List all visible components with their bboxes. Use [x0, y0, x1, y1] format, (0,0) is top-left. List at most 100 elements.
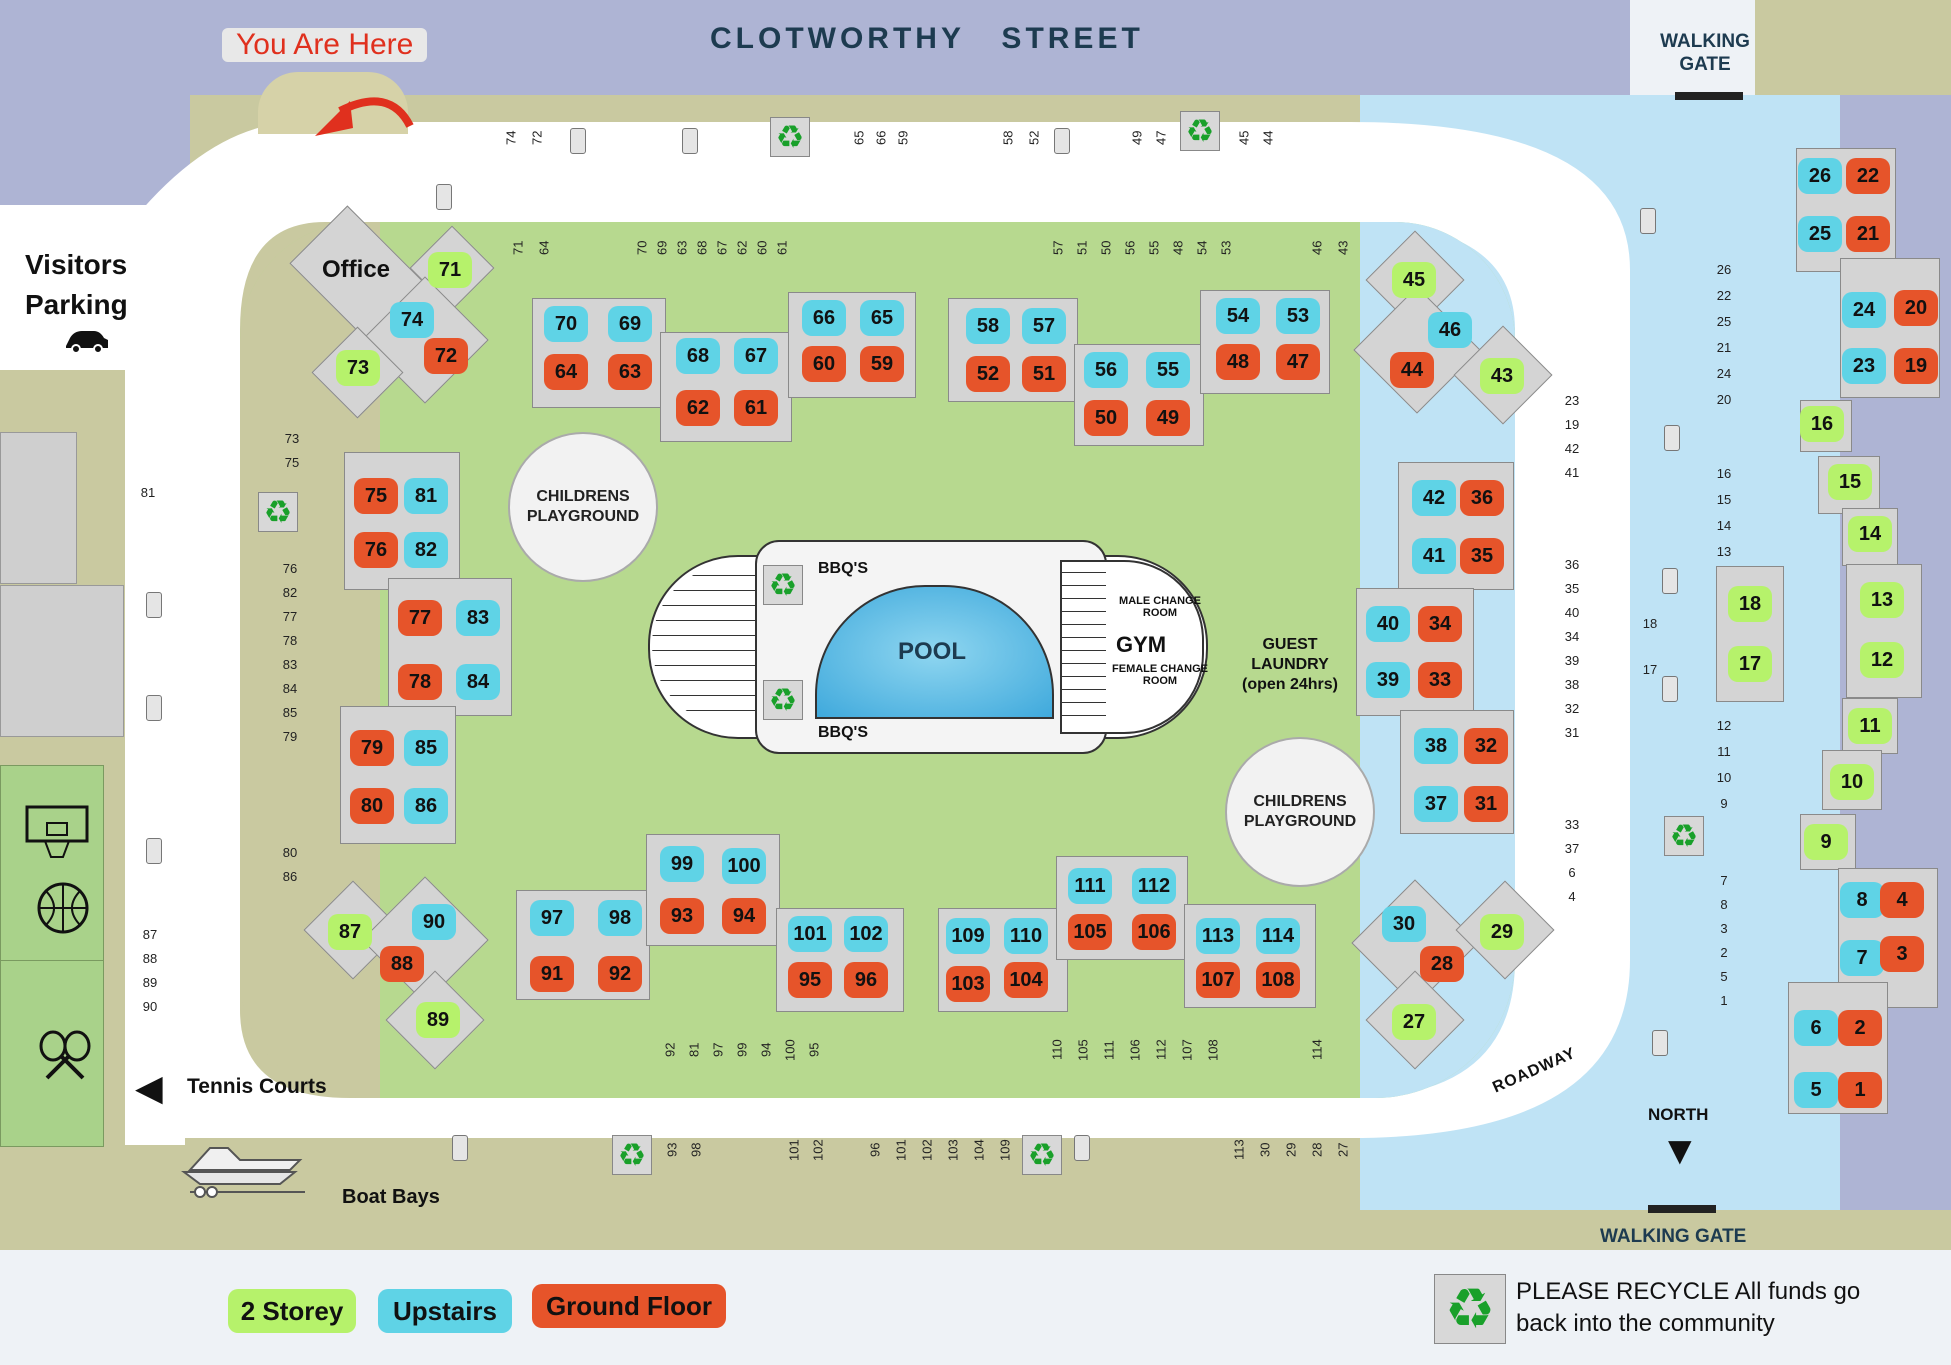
walking-gate-top-label: WALKING GATE — [1660, 31, 1750, 75]
unit-8: 8 — [1840, 882, 1884, 918]
recycle-icon: ♻ — [763, 680, 803, 720]
boat-icon — [181, 1147, 305, 1198]
unit-26: 26 — [1798, 158, 1842, 194]
parking-bay-73: 73 — [284, 430, 300, 446]
parking-bay-114: 114 — [1309, 1039, 1325, 1061]
unit-56: 56 — [1084, 352, 1128, 388]
unit-54: 54 — [1216, 298, 1260, 334]
unit-29: 29 — [1480, 914, 1524, 950]
unit-78: 78 — [398, 664, 442, 700]
unit-16: 16 — [1800, 406, 1844, 442]
unit-99: 99 — [660, 846, 704, 882]
parking-bay-109: 109 — [997, 1139, 1013, 1161]
unit-85: 85 — [404, 730, 448, 766]
parking-bay-84: 84 — [282, 680, 298, 696]
bin-icon — [1074, 1135, 1090, 1161]
unit-4: 4 — [1880, 882, 1924, 918]
parking-bay-44: 44 — [1260, 130, 1276, 146]
pool-label: POOL — [898, 638, 967, 665]
unit-1: 1 — [1838, 1072, 1882, 1108]
unit-61: 61 — [734, 390, 778, 426]
unit-101: 101 — [788, 916, 832, 952]
parking-bay-105: 105 — [1075, 1039, 1091, 1061]
bin-icon — [570, 128, 586, 154]
gym-slats — [1062, 562, 1106, 728]
parking-bay-12: 12 — [1716, 717, 1732, 733]
unit-58: 58 — [966, 308, 1010, 344]
parking-bay-2: 2 — [1720, 944, 1728, 960]
parking-bay-9: 9 — [1720, 795, 1728, 811]
parking-bay-80: 80 — [282, 844, 298, 860]
parking-bay-81: 81 — [140, 484, 156, 500]
parking-bay-24: 24 — [1716, 365, 1732, 381]
office-label: Office — [322, 256, 391, 283]
unit-23: 23 — [1842, 348, 1886, 384]
parking-bay-74: 74 — [503, 130, 519, 146]
parking-bay-30: 30 — [1257, 1142, 1273, 1158]
unit-114: 114 — [1256, 918, 1300, 954]
unit-69: 69 — [608, 306, 652, 342]
unit-37: 37 — [1414, 786, 1458, 822]
parking-bay-7: 7 — [1720, 872, 1728, 888]
unit-74: 74 — [390, 302, 434, 338]
parking-bay-19: 19 — [1564, 416, 1580, 432]
bin-icon — [1664, 425, 1680, 451]
walking-gate-bottom-label: WALKING GATE — [1600, 1226, 1747, 1247]
unit-38: 38 — [1414, 728, 1458, 764]
parking-bay-15: 15 — [1716, 491, 1732, 507]
legend-two-storey: 2 Storey — [228, 1289, 356, 1333]
parking-bay-113: 113 — [1231, 1139, 1247, 1161]
parking-bay-99: 99 — [734, 1042, 750, 1058]
parking-bay-102: 102 — [810, 1139, 826, 1161]
unit-55: 55 — [1146, 352, 1190, 388]
street-left-strip — [0, 95, 190, 205]
parking-bay-97: 97 — [710, 1042, 726, 1058]
basketball-icon — [37, 882, 89, 934]
parking-bay-22: 22 — [1716, 287, 1732, 303]
unit-53: 53 — [1276, 298, 1320, 334]
recycle-icon: ♻ — [1022, 1135, 1062, 1175]
unit-35: 35 — [1460, 538, 1504, 574]
parking-bay-107: 107 — [1179, 1039, 1195, 1061]
bin-icon — [1652, 1030, 1668, 1056]
parking-bay-27: 27 — [1335, 1142, 1351, 1158]
parking-bay-66: 66 — [873, 130, 889, 146]
parking-bay-4: 4 — [1568, 888, 1576, 904]
unit-31: 31 — [1464, 786, 1508, 822]
unit-18: 18 — [1728, 586, 1772, 622]
unit-100: 100 — [722, 848, 766, 884]
unit-5: 5 — [1794, 1072, 1838, 1108]
recycle-note: PLEASE RECYCLE All funds go back into th… — [1516, 1278, 1861, 1337]
unit-81: 81 — [404, 478, 448, 514]
parking-bay-63: 63 — [674, 240, 690, 256]
parking-bay-103: 103 — [945, 1139, 961, 1161]
parking-bay-60: 60 — [754, 240, 770, 256]
parking-bay-48: 48 — [1170, 240, 1186, 256]
parking-bay-33: 33 — [1564, 816, 1580, 832]
parking-bay-29: 29 — [1283, 1142, 1299, 1158]
unit-88: 88 — [380, 946, 424, 982]
unit-43: 43 — [1480, 358, 1524, 394]
parking-bay-57: 57 — [1050, 240, 1066, 256]
unit-2: 2 — [1838, 1010, 1882, 1046]
unit-21: 21 — [1846, 216, 1890, 252]
parking-bay-34: 34 — [1564, 628, 1580, 644]
unit-80: 80 — [350, 788, 394, 824]
bin-icon — [146, 695, 162, 721]
bin-icon — [436, 184, 452, 210]
parking-bay-106: 106 — [1127, 1039, 1143, 1061]
unit-44: 44 — [1390, 352, 1434, 388]
unit-45: 45 — [1392, 262, 1436, 298]
unit-71: 71 — [428, 252, 472, 288]
parking-bay-40: 40 — [1564, 604, 1580, 620]
parking-bay-56: 56 — [1122, 240, 1138, 256]
tennis-racquets-icon — [39, 1030, 91, 1080]
unit-7: 7 — [1840, 940, 1884, 976]
unit-27: 27 — [1392, 1004, 1436, 1040]
unit-6: 6 — [1794, 1010, 1838, 1046]
parking-bay-83: 83 — [282, 656, 298, 672]
unit-89: 89 — [416, 1002, 460, 1038]
unit-112: 112 — [1132, 868, 1176, 904]
unit-102: 102 — [844, 916, 888, 952]
